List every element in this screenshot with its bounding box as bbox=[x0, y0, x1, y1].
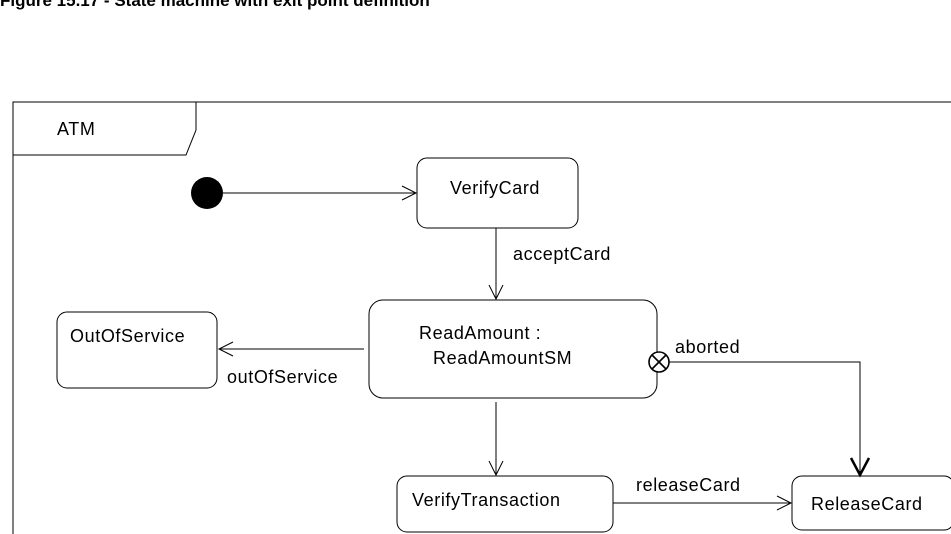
verify-transaction-label: VerifyTransaction bbox=[412, 490, 561, 510]
frame-border bbox=[12, 101, 951, 534]
aborted-transition-label: aborted bbox=[675, 337, 741, 357]
out-of-service-transition-label: outOfService bbox=[227, 367, 339, 387]
arrowhead-verifytransaction bbox=[488, 460, 504, 477]
verify-card-label: VerifyCard bbox=[450, 178, 541, 198]
arrowhead-readamount bbox=[488, 284, 504, 301]
atm-frame bbox=[12, 101, 951, 534]
arrowhead-releasecard bbox=[776, 495, 793, 511]
state-out-of-service[interactable] bbox=[56, 311, 218, 389]
read-amount-label-line2: ReadAmountSM bbox=[433, 348, 573, 368]
release-card-label: ReleaseCard bbox=[811, 494, 923, 514]
release-card-transition-label: releaseCard bbox=[636, 475, 741, 495]
arrowhead-outofservice bbox=[217, 341, 234, 357]
exit-point bbox=[648, 351, 670, 373]
state-verify-transaction[interactable] bbox=[396, 475, 614, 533]
read-amount-label-line1: ReadAmount : bbox=[419, 323, 542, 343]
accept-card-transition-label: acceptCard bbox=[513, 244, 612, 264]
frame-name-tab bbox=[13, 102, 197, 156]
arrowhead-verifycard bbox=[401, 185, 418, 201]
arrowhead-aborted bbox=[849, 457, 871, 478]
initial-state bbox=[191, 177, 223, 209]
frame-name: ATM bbox=[57, 119, 96, 139]
state-read-amount[interactable] bbox=[368, 299, 658, 399]
figure-caption: Figure 15.17 - State machine with exit p… bbox=[0, 0, 430, 10]
out-of-service-label: OutOfService bbox=[70, 326, 186, 346]
transition-aborted bbox=[668, 361, 861, 474]
